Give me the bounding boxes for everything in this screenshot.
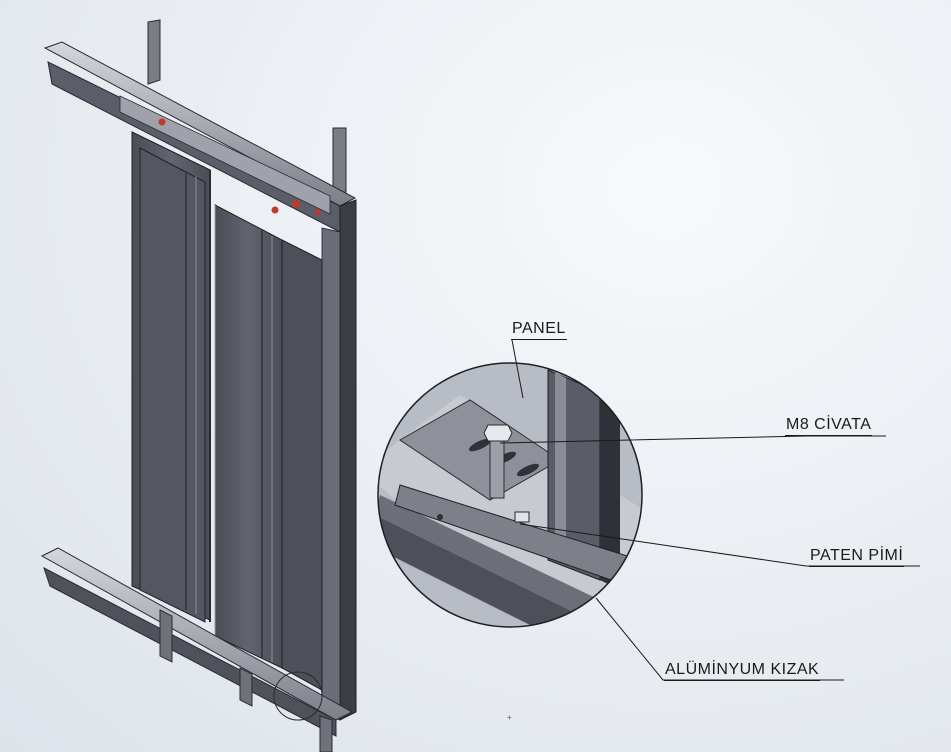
header-rail-top (43, 41, 357, 207)
roller-red-2 (292, 200, 300, 208)
callout-panel: PANEL (511, 320, 567, 340)
bottom-bracket-1 (159, 609, 173, 663)
leader-m8-bolt (499, 435, 886, 444)
roller-red-1 (158, 118, 166, 126)
bottom-bracket-2 (239, 667, 253, 707)
callout-aluminum-rail: ALÜMİNYUM KIZAK (664, 661, 821, 681)
sill-rail-body (43, 566, 337, 737)
callout-skid-pin: PATEN PİMİ (809, 547, 905, 567)
sill-rail-top (40, 547, 354, 721)
callout-m8-bolt: M8 CİVATA (785, 416, 873, 436)
detail-circle-outline (377, 362, 643, 628)
door-panel-right (281, 239, 323, 691)
detail-view (377, 362, 643, 628)
leader-panel (511, 339, 524, 399)
frame-post-right (339, 199, 357, 721)
top-bracket-right (332, 127, 347, 197)
header-rail-face (119, 95, 331, 215)
door-assembly (40, 19, 357, 752)
roller-red-4 (315, 209, 321, 215)
top-bracket-left (147, 19, 161, 85)
bottom-bracket-3 (319, 715, 333, 752)
roller-red-3 (271, 206, 279, 214)
detail-marker-circle (273, 671, 323, 721)
cursor-mark: + (507, 713, 512, 722)
frame-post-right-face (321, 227, 341, 721)
door-panel-left (139, 147, 206, 623)
